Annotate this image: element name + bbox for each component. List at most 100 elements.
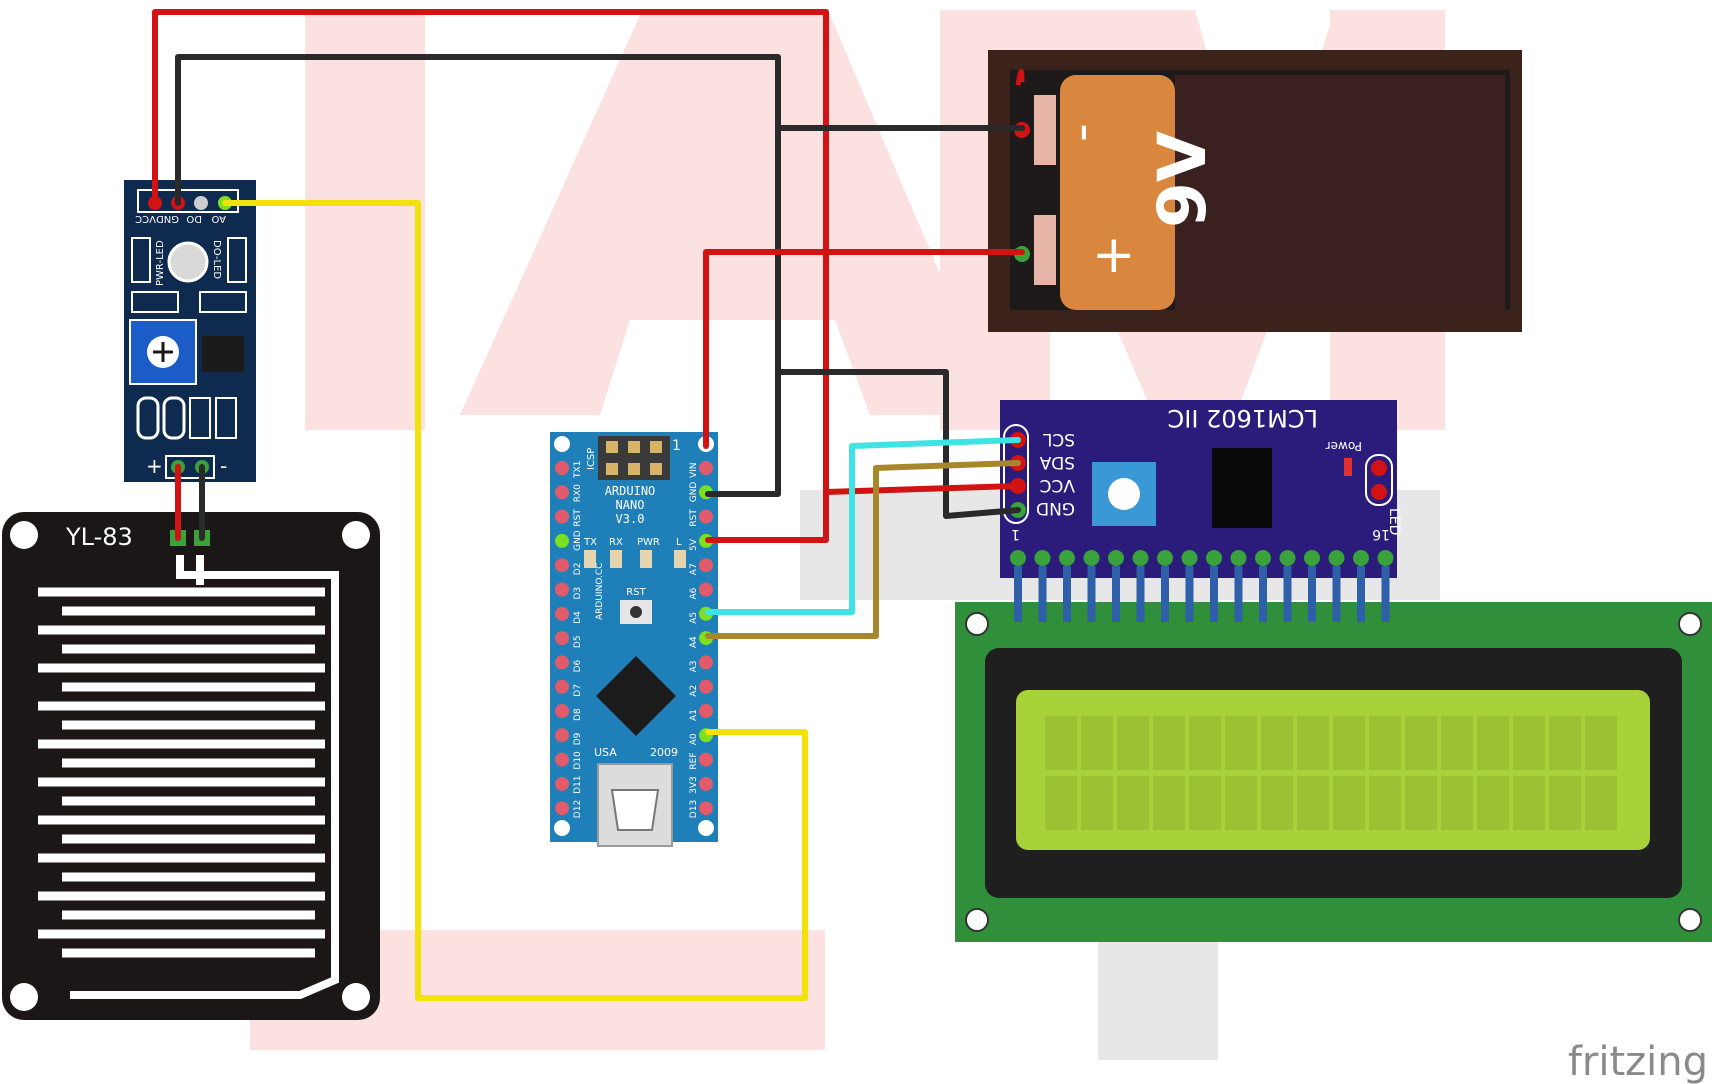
nano-right-pin: [699, 679, 713, 694]
i2c-pin-gnd: GND: [1036, 498, 1075, 518]
i2c-header-pad: [1206, 550, 1222, 566]
lcd-char-cell: [1153, 776, 1185, 830]
i2c-header-pad: [1377, 550, 1394, 566]
nano-left-pin: [555, 461, 569, 475]
i2c-power-label: Power: [1326, 439, 1362, 453]
lcd-char-cell: [1549, 776, 1581, 830]
nano-left-pin-label: D10: [573, 751, 583, 770]
nano-left-pin: [555, 582, 569, 597]
i2c-backpack: LCM1602 IIC SCL SDA VCC GND 1 Power LED …: [1000, 400, 1402, 622]
i2c-header-pad: [1279, 550, 1296, 566]
lcd-char-cell: [1261, 776, 1293, 830]
nano-right-pin-label: D13: [689, 800, 699, 818]
do-led-label: DO-LED: [211, 240, 222, 279]
wires: [152, 9, 1025, 1001]
fritzing-brand: fritzing: [1568, 1039, 1708, 1084]
i2c-header-pad: [1181, 550, 1198, 566]
nano-right-pin: [699, 704, 713, 718]
nano-left-pin-label: D5: [573, 635, 583, 648]
lcd-char-cell: [1261, 716, 1293, 770]
lcd-char-grid: [1045, 716, 1617, 830]
lcd-display: [955, 602, 1712, 942]
nano-rst-label: RST: [626, 587, 646, 598]
rain-plate: YL-83: [2, 512, 380, 1020]
battery-minus: -: [1051, 123, 1111, 142]
i2c-header-pad: [1353, 550, 1369, 566]
i2c-title: LCM1602 IIC: [1168, 404, 1318, 432]
pwr-led-label: PWR-LED: [155, 240, 166, 286]
icsp-label: ICSP: [586, 448, 597, 470]
nano-led-pwr: PWR: [637, 537, 660, 548]
sensor-pin-gnd: GND: [156, 213, 179, 224]
nano-left-pin-label: TX1: [573, 461, 583, 479]
nano-right-pin-label: A5: [689, 612, 699, 624]
i2c-header-pin: [1381, 566, 1390, 622]
lcd-char-cell: [1333, 776, 1365, 830]
i2c-header-pad: [1083, 550, 1100, 566]
i2c-header-pin: [1332, 566, 1341, 622]
nano-right-pin-label: A2: [689, 685, 699, 697]
nano-right-pin-label: A7: [689, 563, 699, 575]
nano-left-pin: [555, 704, 569, 718]
lcd-char-cell: [1477, 716, 1509, 770]
i2c-header-pad: [1132, 550, 1149, 566]
nano-left-pin-label: RX0: [573, 484, 583, 502]
lcd-char-cell: [1513, 776, 1545, 830]
nano-left-pin: [555, 533, 569, 548]
i2c-header-pin: [1038, 566, 1047, 622]
nano-left-pin-label: D2: [573, 563, 583, 576]
nano-left-pin: [555, 606, 569, 621]
lcd-char-cell: [1225, 716, 1257, 770]
nano-right-pin: [699, 801, 713, 816]
nano-name-3: V3.0: [616, 512, 645, 526]
nano-left-pin: [555, 655, 569, 670]
i2c-header-pad: [1108, 550, 1124, 566]
i2c-header-pad: [1304, 550, 1320, 566]
nano-left-pin: [555, 776, 569, 791]
lcd-char-cell: [1045, 776, 1077, 830]
sensor-minus: -: [220, 454, 227, 478]
nano-right-pin-label: GND: [689, 482, 699, 503]
lcd-char-cell: [1081, 716, 1113, 770]
i2c-header-pad: [1230, 550, 1247, 566]
nano-name-1: ARDUINO: [605, 484, 656, 498]
wire-olive-sda: [705, 460, 1021, 639]
lcd-char-cell: [1405, 776, 1437, 830]
sensor-pin-vcc: VCC: [135, 213, 156, 224]
nano-right-pin: [699, 655, 713, 670]
wire-black-gnd: [175, 54, 781, 497]
lcd-char-cell: [1405, 716, 1437, 770]
i2c-header-pin: [1014, 566, 1022, 622]
lcd-char-cell: [1369, 716, 1401, 770]
nano-right-pin: [699, 582, 713, 597]
i2c-header-pad: [1328, 550, 1345, 566]
i2c-header-pin: [1259, 566, 1267, 622]
i2c-header-pin: [1063, 566, 1071, 622]
lcd-char-cell: [1189, 716, 1221, 770]
lcd-char-cell: [1441, 716, 1473, 770]
nano-right-pin: [699, 461, 713, 475]
nano-vertical-label: ARDUINO.CC: [595, 563, 605, 620]
sensor-plus: +: [146, 454, 163, 478]
nano-left-pin-label: D12: [573, 800, 583, 818]
lcd-char-cell: [1117, 716, 1149, 770]
nano-left-pin-label: D4: [573, 611, 583, 624]
nano-right-pin-label: 3V3: [689, 776, 699, 794]
nano-right-pin: [699, 509, 713, 524]
nano-right-pin-label: A6: [689, 587, 699, 599]
lcd-char-cell: [1297, 776, 1329, 830]
lcd-char-cell: [1441, 776, 1473, 830]
i2c-header-pin: [1357, 566, 1365, 622]
i2c-header-pad: [1034, 550, 1051, 566]
nano-right-pin-label: 5V: [689, 538, 699, 551]
lcd-char-cell: [1225, 776, 1257, 830]
i2c-header-pin: [1185, 566, 1194, 622]
i2c-pin1-label: 1: [1011, 526, 1020, 542]
nano-right-pin-label: VIN: [689, 462, 699, 478]
nano-right-pin: [699, 558, 713, 573]
nano-left-pin: [555, 509, 569, 524]
nano-right-pin-label: A1: [689, 709, 699, 721]
i2c-header-pin: [1210, 566, 1218, 622]
i2c-header-pad: [1059, 550, 1075, 566]
